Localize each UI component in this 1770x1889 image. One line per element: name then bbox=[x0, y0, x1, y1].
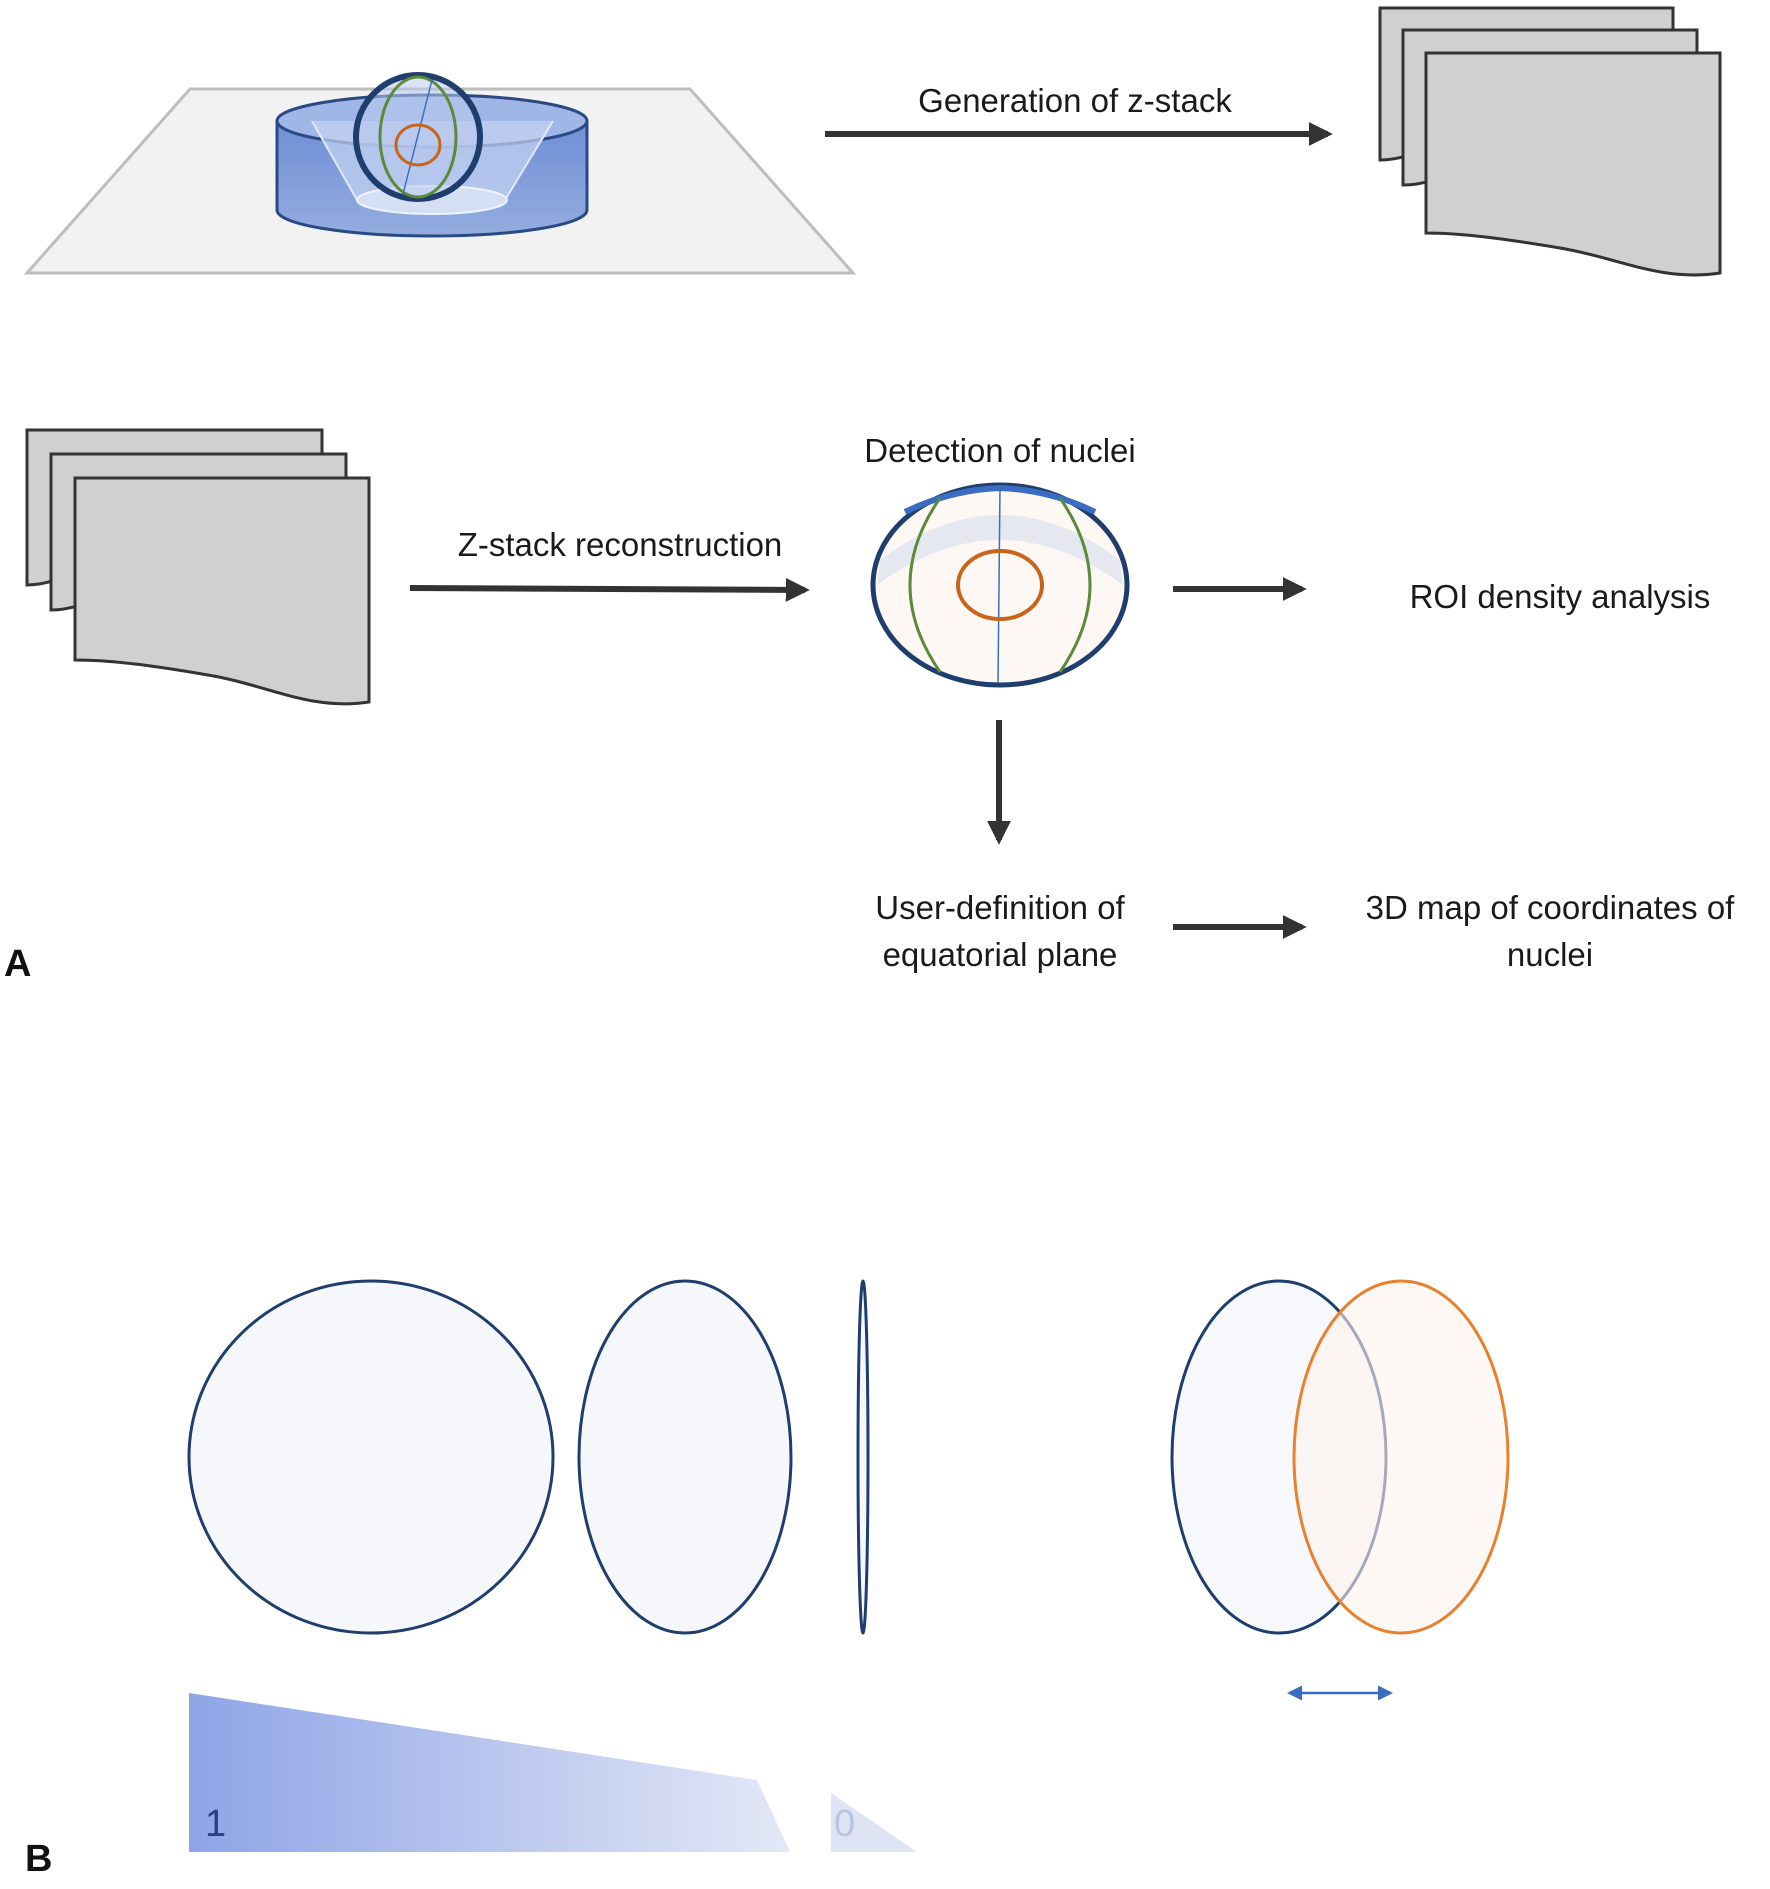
panel-label-b: B bbox=[25, 1838, 53, 1880]
orange-ellipse bbox=[1292, 1279, 1510, 1635]
arrow-reconstruction bbox=[409, 577, 810, 602]
oval-shape bbox=[577, 1279, 793, 1635]
label-3d-map-2: nuclei bbox=[1506, 936, 1594, 973]
scale-label-zero: 0 bbox=[834, 1803, 856, 1845]
thin-shape bbox=[856, 1279, 870, 1635]
panel-label-a: A bbox=[4, 943, 32, 985]
meridian-left bbox=[908, 497, 942, 673]
overlap-ellipses bbox=[1170, 1279, 1510, 1635]
z-stack-input-icon bbox=[25, 428, 371, 706]
meridian-right bbox=[1058, 497, 1092, 673]
shape-factor-ellipses bbox=[187, 1279, 870, 1635]
scale-wedge bbox=[189, 1693, 917, 1852]
label-detection: Detection of nuclei bbox=[864, 432, 1136, 469]
nucleus-ring-2 bbox=[956, 549, 1044, 621]
organoid-meridian bbox=[378, 75, 458, 199]
label-user-definition-2: equatorial plane bbox=[882, 936, 1118, 973]
label-3d-map-1: 3D map of coordinates of bbox=[1365, 889, 1735, 926]
label-roi: ROI density analysis bbox=[1409, 578, 1711, 615]
microscope-slide-with-dish bbox=[23, 72, 857, 275]
label-generation: Generation of z-stack bbox=[918, 82, 1232, 119]
circle-shape bbox=[187, 1279, 555, 1635]
scale-label-one: 1 bbox=[205, 1803, 227, 1845]
z-stack-output-icon bbox=[1378, 6, 1722, 277]
label-reconstruction: Z-stack reconstruction bbox=[457, 526, 783, 563]
reconstructed-organoid bbox=[870, 482, 1130, 688]
label-user-definition-1: User-definition of bbox=[875, 889, 1125, 926]
nucleus-ring bbox=[394, 123, 442, 167]
